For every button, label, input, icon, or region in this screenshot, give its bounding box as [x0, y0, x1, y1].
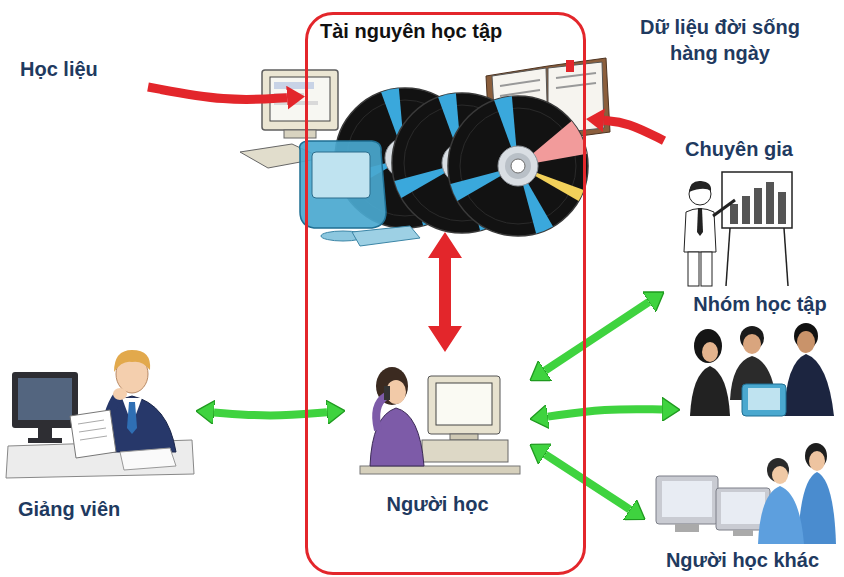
actor-group: Giảng viên [6, 335, 196, 525]
flow-arrow [545, 454, 630, 509]
exchange-arrow [428, 232, 462, 352]
node-label: Chuyên gia [685, 138, 793, 161]
study-group-photo [690, 323, 834, 416]
learner-figure [360, 367, 520, 474]
source-label: Dữ liệu đời sống hàng ngày [620, 14, 820, 66]
resource-frame: Tài nguyên học tậpNgười học [305, 12, 586, 575]
node-label: Giảng viên [18, 498, 120, 521]
other-learners-photo [656, 443, 836, 544]
actor-group: Người học [345, 352, 530, 520]
expert-figure [684, 172, 792, 286]
flow-arrow [604, 120, 664, 140]
flow-arrow [545, 302, 649, 371]
actor-group: Nhóm học tập [680, 292, 840, 420]
lecturer-figure [6, 350, 194, 478]
flow-arrow [548, 409, 662, 417]
actor-group: Người học khác [645, 436, 840, 575]
node-label: Người học khác [666, 549, 819, 572]
flow-arrow [214, 412, 327, 415]
flow-arrow [148, 87, 287, 99]
node-label: Học liệu [20, 58, 98, 81]
node-label: Người học [386, 493, 488, 516]
node-label: Nhóm học tập [693, 293, 826, 316]
source-label: Học liệu [16, 56, 148, 87]
imac-computer [300, 141, 420, 246]
actor-group: Chuyên gia [664, 136, 814, 292]
frame-heading: Tài nguyên học tập [320, 20, 502, 43]
